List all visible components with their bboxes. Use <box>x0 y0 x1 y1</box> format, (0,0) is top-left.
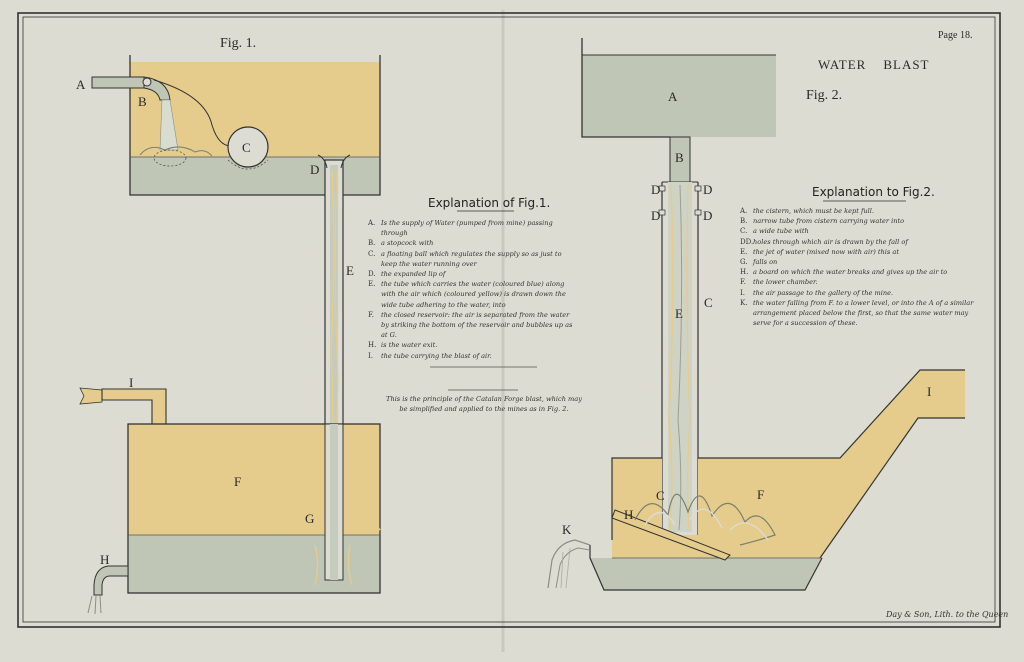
explanation1-list: A. Is the supply of Water (pumped from mi… <box>368 218 578 361</box>
explanation-item: B. narrow tube from cistern carrying wate… <box>740 216 978 226</box>
fig1-title: Fig. 1. <box>220 36 257 51</box>
explanation1-heading: Explanation of Fig.1. <box>428 196 551 210</box>
explanation-item: I. the air passage to the gallery of the … <box>740 288 978 298</box>
fig2-label-i: I <box>927 384 932 399</box>
item-text: the lower chamber. <box>753 278 818 287</box>
fig2-label-a: A <box>668 89 678 104</box>
fig1-label-b: B <box>138 94 147 109</box>
item-key: A. <box>368 219 376 227</box>
item-text: the tube carrying the blast of air. <box>381 351 492 360</box>
item-text: narrow tube from cistern carrying water … <box>753 217 905 226</box>
explanation2-list: A.the cistern, which must be kept full.B… <box>740 206 978 328</box>
explanation2-heading: Explanation to Fig.2. <box>812 185 935 199</box>
fig1-label-g: G <box>305 511 315 526</box>
explanation-item: F. the closed reservoir: the air is separ… <box>368 310 578 341</box>
fig2-label-b: B <box>675 150 684 165</box>
item-text: Is the supply of Water (pumped from mine… <box>381 219 553 238</box>
explanation-item: A. the cistern, which must be kept full. <box>740 206 978 216</box>
item-text: the air passage to the gallery of the mi… <box>753 288 894 297</box>
item-text: holes through which air is drawn by the … <box>753 237 908 246</box>
item-key: I. <box>740 288 745 297</box>
fig1-label-e: E <box>346 263 354 278</box>
fig2-label-d-2: D <box>703 182 713 197</box>
lithographer-credit: Day & Son, Lith. to the Queen <box>886 610 1009 619</box>
fig2-label-h: H <box>624 507 634 522</box>
item-key: C. <box>368 249 376 258</box>
fig2-label-c-lower: C <box>656 488 665 503</box>
fig2-lower-chamber <box>589 369 965 591</box>
item-key: F. <box>368 310 374 319</box>
item-key: DD. <box>740 237 754 246</box>
item-text: the cistern, which must be kept full. <box>753 207 874 215</box>
page-label: Page 18. <box>938 30 973 41</box>
item-text: is the water exit. <box>381 341 438 350</box>
explanation1-note: This is the principle of the Catalan For… <box>386 395 582 413</box>
fig2-wide-tube <box>658 181 702 535</box>
fig1-label-h: H <box>100 552 110 567</box>
item-text: the closed reservoir: the air is separat… <box>381 310 573 340</box>
item-text: the jet of water (mixed now with air) th… <box>753 247 899 256</box>
explanation-item: E. the jet of water (mixed now with air) … <box>740 247 978 257</box>
fig2-title: Fig. 2. <box>806 88 843 103</box>
item-key: F. <box>740 278 746 287</box>
explanation-item: K. the water falling from F. to a lower l… <box>740 298 978 329</box>
fig2-label-f: F <box>757 487 765 502</box>
outer-border <box>17 12 1001 628</box>
fig2-label-e: E <box>675 306 683 321</box>
fig2-water-outfall <box>547 539 591 589</box>
item-text: the water falling from F. to a lower lev… <box>753 298 974 328</box>
explanation-item: B. a stopcock with <box>368 238 578 248</box>
fig1-label-f: F <box>234 474 242 489</box>
item-text: a floating ball which regulates the supp… <box>381 249 562 268</box>
item-key: B. <box>368 239 376 248</box>
item-text: a board on which the water breaks and gi… <box>753 268 948 277</box>
item-key: C. <box>740 227 748 236</box>
fig1-closed-reservoir <box>127 423 381 594</box>
item-key: I. <box>368 351 373 360</box>
explanation-item: DD.holes through which air is drawn by t… <box>740 237 978 247</box>
explanation-item: I. the tube carrying the blast of air. <box>368 351 578 361</box>
item-key: K. <box>740 298 748 307</box>
item-text: falls on <box>753 258 778 267</box>
fig2-label-d-3: D <box>651 208 661 223</box>
item-key: B. <box>740 217 748 226</box>
item-text: a stopcock with <box>381 239 434 248</box>
item-key: E. <box>368 280 376 289</box>
item-key: E. <box>740 247 748 256</box>
explanation-item: A. Is the supply of Water (pumped from mi… <box>368 218 578 238</box>
explanation-item: H. a board on which the water breaks and … <box>740 267 978 277</box>
inner-border <box>22 16 996 623</box>
explanation-item: D. the expanded lip of <box>368 269 578 279</box>
fig2-label-d-1: D <box>651 182 661 197</box>
explanation-item: C. a floating ball which regulates the su… <box>368 249 578 269</box>
item-text: the expanded lip of <box>381 270 446 279</box>
explanation-item: H. is the water exit. <box>368 340 578 350</box>
fig2-label-k: K <box>562 522 572 537</box>
item-key: G. <box>740 258 748 267</box>
fig1-label-d: D <box>310 162 320 177</box>
fig2-cistern <box>581 38 776 138</box>
item-key: A. <box>740 207 748 215</box>
fig2-label-d-4: D <box>703 208 713 223</box>
fig1-label-a: A <box>76 77 86 92</box>
fig1-float-ball <box>153 79 269 170</box>
explanation-item: F. the lower chamber. <box>740 277 978 287</box>
fig1-water-exit <box>87 565 129 615</box>
explanation-item: C. a wide tube with <box>740 226 978 236</box>
fig2-breaking-board <box>611 493 776 561</box>
fig1-label-c: C <box>242 140 251 155</box>
item-key: D. <box>368 270 376 279</box>
item-key: H. <box>740 268 749 277</box>
fig1-label-i: I <box>129 375 134 390</box>
fig2-label-c: C <box>704 295 713 310</box>
item-text: a wide tube with <box>753 227 809 236</box>
item-key: H. <box>368 341 377 350</box>
plate-title: WATER BLAST <box>818 57 930 72</box>
explanation-item: G. falls on <box>740 257 978 267</box>
item-text: the tube which carries the water (colour… <box>381 280 566 309</box>
explanation-item: E. the tube which carries the water (colo… <box>368 279 578 310</box>
